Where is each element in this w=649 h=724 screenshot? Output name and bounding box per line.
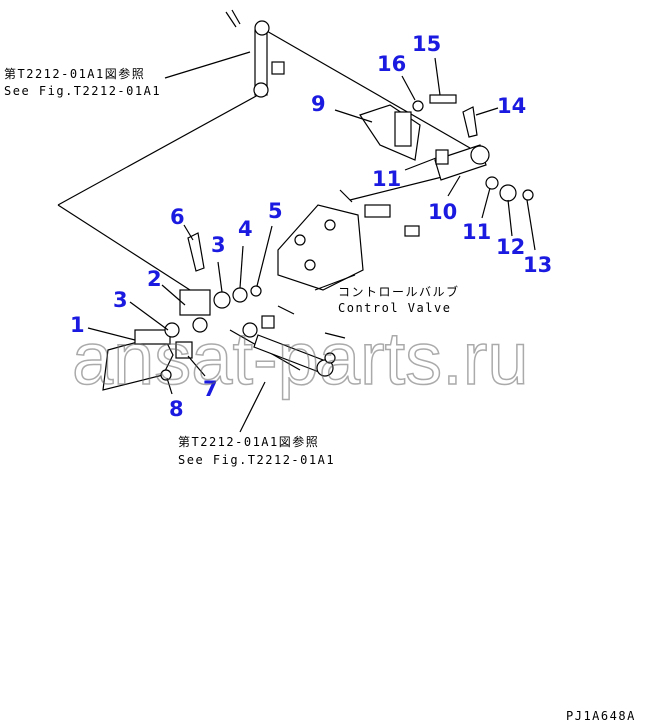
callout-12: 12 (496, 235, 525, 259)
callout-13: 13 (523, 253, 552, 277)
callout-8: 8 (169, 397, 184, 421)
callout-16: 16 (377, 52, 406, 76)
callout-4: 4 (238, 217, 253, 241)
reference-bottom-jp: 第T2212-01A1図参照 (178, 434, 319, 449)
callout-10: 10 (428, 200, 457, 224)
callout-3b: 3 (113, 288, 128, 312)
callout-7: 7 (203, 377, 218, 401)
reference-top-jp: 第T2212-01A1図参照 (4, 66, 145, 81)
reference-bottom-en: See Fig.T2212-01A1 (178, 453, 335, 467)
drawing-code: PJ1A648A (566, 709, 636, 723)
callout-15: 15 (412, 32, 441, 56)
lever-assembly-left (102, 232, 262, 391)
callout-2: 2 (147, 267, 162, 291)
bracket-9 (359, 104, 421, 161)
leader-lines (87, 51, 536, 433)
callout-6: 6 (170, 205, 185, 229)
shaft-10 (412, 94, 534, 202)
rod-top (225, 9, 285, 98)
callout-5: 5 (268, 199, 283, 223)
reference-top-en: See Fig.T2212-01A1 (4, 84, 161, 98)
callout-11a: 11 (372, 167, 401, 191)
control-valve-label-en: Control Valve (338, 301, 451, 315)
callout-3a: 3 (211, 233, 226, 257)
watermark: ansat-parts.ru (72, 317, 529, 400)
rod-bottom (242, 305, 346, 377)
control-valve-label-jp: コントロールバルブ (338, 284, 460, 299)
callout-9: 9 (311, 92, 326, 116)
callout-11b: 11 (462, 220, 491, 244)
callout-14: 14 (497, 94, 526, 118)
control-valve-body (277, 189, 420, 291)
callout-1: 1 (70, 313, 85, 337)
